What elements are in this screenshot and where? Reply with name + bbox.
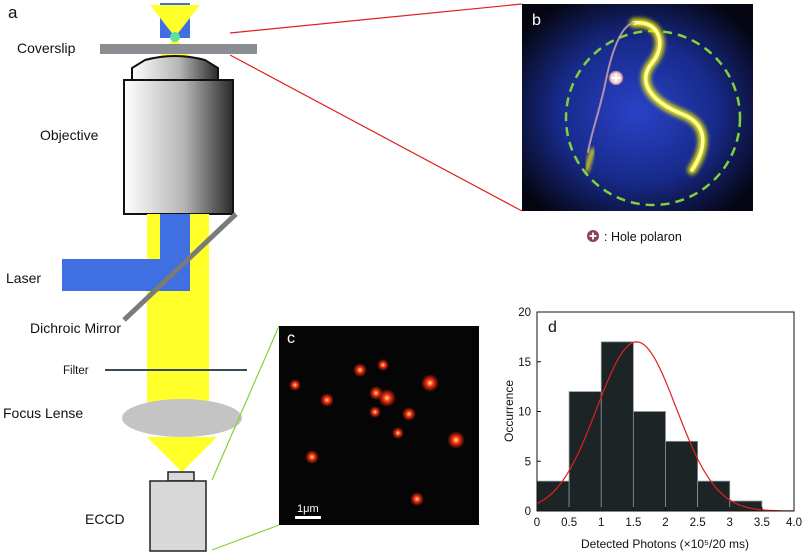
legend-polaron-label: : Hole polaron	[604, 230, 682, 244]
fluorescence-spot	[353, 363, 367, 377]
fluorescence-spot	[392, 427, 404, 439]
fluorescence-spot	[402, 407, 416, 421]
panel-d: 0 0.5 1 1.5 2 2.5 3 3.5 4.0 0 5 10 15 20 d Detected …	[502, 307, 802, 551]
sample-spot	[170, 32, 180, 42]
coverslip-label: Coverslip	[17, 40, 76, 56]
panel-c-label: c	[287, 330, 295, 347]
y-tick-label: 5	[525, 456, 531, 468]
panel-c: c 1μm	[279, 326, 479, 525]
fluorescence-spot	[369, 406, 381, 418]
legend-polaron-plus	[589, 232, 597, 240]
histogram-bar	[632, 411, 666, 512]
panel-a: a Coverslip Objective Laser Dichroic Mir…	[3, 3, 523, 552]
x-tick-label: 0.5	[561, 517, 577, 529]
dichroic-mirror	[122, 212, 238, 322]
panel-b: b : Hole polaron	[522, 4, 753, 244]
x-tick-label: 3	[727, 517, 733, 529]
fluorescence-spot	[447, 431, 465, 449]
eccd-camera	[149, 480, 207, 552]
focus-lense-label: Focus Lense	[3, 405, 83, 421]
x-tick-label: 1.5	[625, 517, 641, 529]
x-tick-label: 3.5	[754, 517, 770, 529]
eccd-aperture	[167, 471, 195, 482]
panel-b-label: b	[532, 12, 541, 29]
fluorescence-spot	[421, 374, 439, 392]
x-tick-label: 4.0	[786, 517, 802, 529]
histogram-bar	[536, 480, 570, 512]
histogram-bar	[665, 440, 699, 512]
fluorescence-spot	[305, 450, 319, 464]
objective-label: Objective	[40, 127, 99, 143]
scale-bar	[295, 516, 321, 519]
y-tick-label: 15	[518, 357, 531, 369]
hole-polaron-plus	[612, 74, 620, 82]
zoom-line-c-top	[211, 325, 280, 481]
histogram-bar	[600, 341, 634, 512]
scale-bar-label: 1μm	[297, 503, 319, 515]
y-axis-title: Occurrence	[502, 380, 516, 442]
laser-label: Laser	[6, 270, 41, 286]
objective	[123, 79, 234, 215]
gaussian-fit-curve	[536, 341, 794, 512]
fluorescence-spots	[289, 359, 465, 506]
y-tick-label: 20	[518, 307, 531, 319]
fluorescence-spot	[320, 393, 334, 407]
x-tick-label: 2.5	[690, 517, 706, 529]
dichroic-label: Dichroic Mirror	[30, 320, 121, 336]
y-axis-ticks: 0 5 10 15 20	[518, 307, 541, 518]
panel-a-label: a	[8, 3, 18, 22]
panel-c-background	[279, 326, 479, 525]
focus-lens	[122, 399, 242, 437]
zoom-line-b-bottom	[229, 54, 523, 212]
panel-d-label: d	[548, 319, 557, 336]
x-tick-label: 2	[662, 517, 668, 529]
polymer-chain-dark-segment	[587, 22, 635, 153]
focused-beam	[147, 437, 217, 472]
upper-emission-cone	[150, 5, 200, 37]
laser-beam-vertical	[160, 214, 190, 264]
x-tick-label: 0	[534, 517, 540, 529]
objective-tip	[131, 55, 219, 81]
x-tick-label: 1	[598, 517, 604, 529]
fluorescence-spot	[377, 359, 389, 371]
panel-b-background	[522, 4, 753, 211]
histogram-bars	[536, 341, 763, 512]
y-tick-label: 10	[518, 407, 531, 419]
filter-label: Filter	[63, 365, 89, 377]
fluorescence-spot	[410, 492, 424, 506]
zoom-line-b-top	[229, 3, 523, 34]
eccd-label: ECCD	[85, 511, 125, 527]
zoom-line-c-bottom	[211, 524, 280, 551]
x-axis-title: Detected Photons (×10⁵/20 ms)	[581, 537, 749, 551]
fluorescence-spot	[378, 389, 396, 407]
coverslip	[100, 44, 257, 54]
y-tick-label: 0	[525, 506, 531, 518]
fluorescence-spot	[289, 379, 301, 391]
polymer-chain-tail	[585, 148, 595, 172]
polymer-chain	[632, 21, 705, 172]
x-axis-ticks: 0 0.5 1 1.5 2 2.5 3 3.5 4.0	[534, 507, 802, 529]
